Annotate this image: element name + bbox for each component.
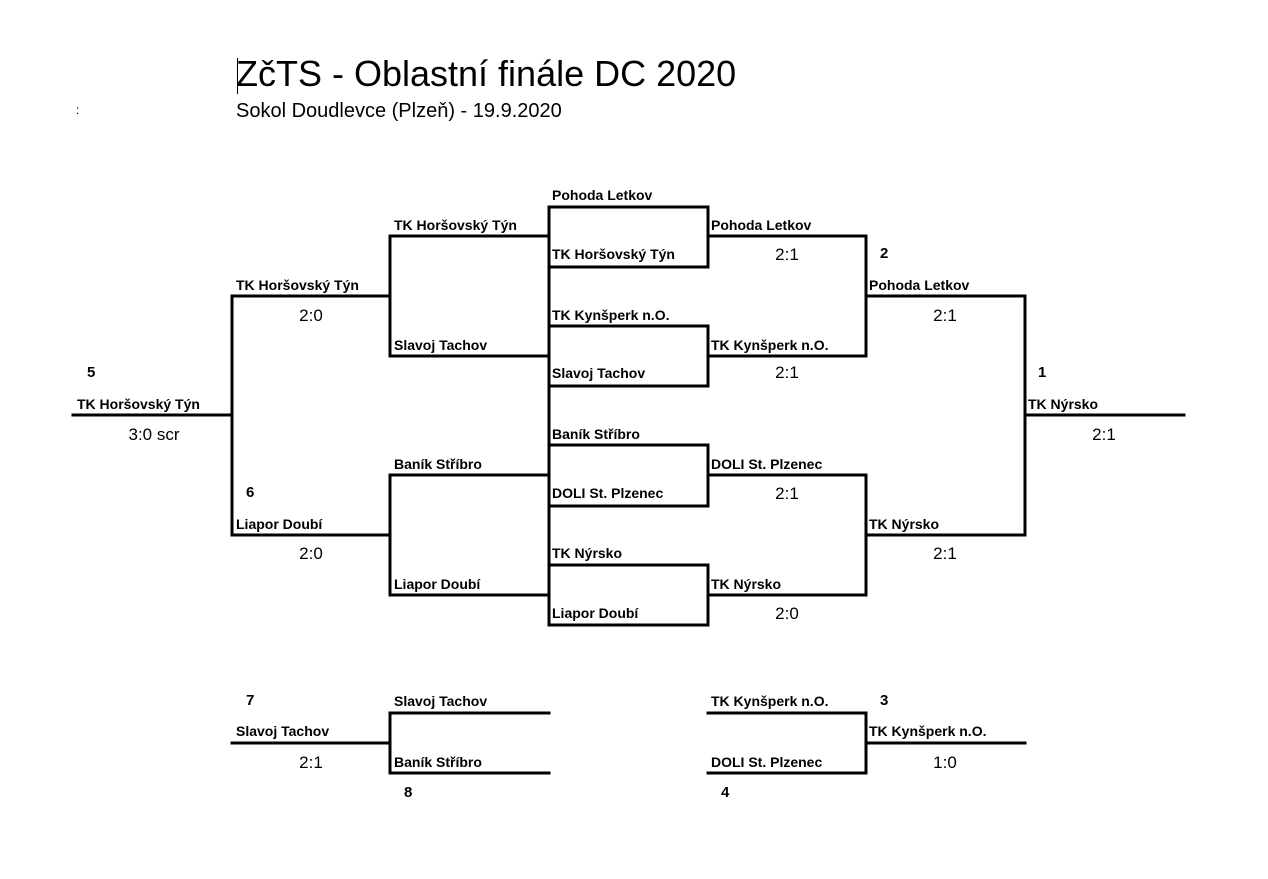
left-semi-bottom-player: Liapor Doubí — [236, 516, 323, 532]
right-q2-winner: TK Kynšperk n.O. — [711, 337, 829, 353]
right-q2-score: 2:1 — [775, 363, 799, 382]
final-right-player: TK Nýrsko — [1028, 396, 1099, 412]
seed-placement-right-bottom: 4 — [721, 784, 730, 801]
left-q1-top: TK Horšovský Týn — [394, 217, 517, 233]
seed-placement-left-bottom: 8 — [404, 784, 413, 801]
right-q3-score: 2:1 — [775, 484, 799, 503]
center-p3-top: Baník Stříbro — [552, 426, 640, 442]
right-q1-winner: Pohoda Letkov — [711, 217, 812, 233]
right-q1-score: 2:1 — [775, 245, 799, 264]
right-semi-bottom-player: TK Nýrsko — [869, 516, 940, 532]
right-q4-winner: TK Nýrsko — [711, 576, 782, 592]
seed-final-right: 1 — [1038, 364, 1047, 381]
right-semi-top-player: Pohoda Letkov — [869, 277, 970, 293]
margin-marker: : — [76, 103, 80, 117]
text-cursor — [237, 58, 238, 94]
center-p4-top: TK Nýrsko — [552, 545, 623, 561]
center-p2-top: TK Kynšperk n.O. — [552, 307, 670, 323]
right-q3-winner: DOLI St. Plzenec — [711, 456, 823, 472]
placement-right-top: TK Kynšperk n.O. — [711, 693, 829, 709]
seed-left-semi-bottom: 6 — [246, 484, 255, 501]
center-p4-bottom: Liapor Doubí — [552, 605, 639, 621]
page-title: ZčTS - Oblastní finále DC 2020 — [236, 53, 737, 94]
left-semi-bottom-score: 2:0 — [299, 544, 323, 563]
seed-right-semi-top: 2 — [880, 245, 889, 262]
right-semi-top-score: 2:1 — [933, 306, 957, 325]
right-q4-score: 2:0 — [775, 604, 799, 623]
final-left-score: 3:0 scr — [128, 425, 180, 444]
final-left-player: TK Horšovský Týn — [77, 396, 200, 412]
seed-final-left: 5 — [87, 364, 96, 381]
left-q2-top: Baník Stříbro — [394, 456, 482, 472]
left-semi-top-player: TK Horšovský Týn — [236, 277, 359, 293]
placement-right-winner: TK Kynšperk n.O. — [869, 723, 987, 739]
seed-placement-left-top: 7 — [246, 692, 255, 709]
page-subtitle: Sokol Doudlevce (Plzeň) - 19.9.2020 — [236, 100, 562, 122]
placement-left-winner: Slavoj Tachov — [236, 723, 330, 739]
center-p1-top: Pohoda Letkov — [552, 187, 653, 203]
placement-right-bottom: DOLI St. Plzenec — [711, 754, 823, 770]
seed-placement-right-top: 3 — [880, 692, 889, 709]
left-q1-bottom: Slavoj Tachov — [394, 337, 488, 353]
center-p3-bottom: DOLI St. Plzenec — [552, 485, 664, 501]
placement-left-bottom: Baník Stříbro — [394, 754, 482, 770]
placement-left-top: Slavoj Tachov — [394, 693, 488, 709]
center-p1-bottom: TK Horšovský Týn — [552, 246, 675, 262]
placement-left-score: 2:1 — [299, 753, 323, 772]
placement-right-score: 1:0 — [933, 753, 957, 772]
left-semi-top-score: 2:0 — [299, 306, 323, 325]
final-right-score: 2:1 — [1092, 425, 1116, 444]
right-semi-bottom-score: 2:1 — [933, 544, 957, 563]
center-p2-bottom: Slavoj Tachov — [552, 365, 646, 381]
left-q2-bottom: Liapor Doubí — [394, 576, 481, 592]
